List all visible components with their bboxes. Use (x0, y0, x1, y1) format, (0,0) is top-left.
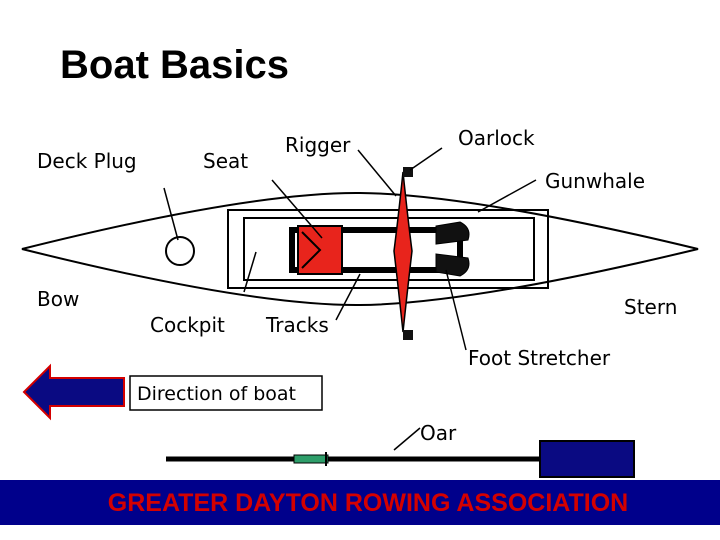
seat-pointer (271, 179, 323, 239)
label-bow: Bow (37, 287, 79, 311)
oar-blade (539, 440, 635, 478)
label-rigger: Rigger (285, 133, 351, 157)
foot-stretcher-pointer (445, 269, 467, 351)
label-oarlock: Oarlock (458, 126, 535, 150)
direction-label-box (129, 375, 323, 411)
label-cockpit: Cockpit (150, 313, 225, 337)
label-gunwhale: Gunwhale (545, 169, 645, 193)
oar (166, 440, 635, 478)
oarlock-pointer (409, 147, 443, 171)
rigger-pointer (357, 149, 397, 197)
oarlock-top (403, 167, 413, 177)
deck-plug-pointer (163, 187, 179, 241)
label-deck-plug: Deck Plug (37, 149, 137, 173)
tracks-pointer (335, 273, 361, 321)
cockpit-outline (227, 209, 549, 289)
page-title: Boat Basics (60, 43, 289, 87)
seat-detail (301, 231, 322, 269)
oarlock-bottom (403, 330, 413, 340)
tracks (289, 227, 463, 273)
label-oar: Oar (420, 421, 457, 445)
foot-stretcher (435, 221, 470, 277)
label-seat: Seat (203, 149, 248, 173)
oar-pointer (393, 427, 421, 451)
cockpit-pointer (243, 251, 257, 293)
footer-bar (0, 480, 720, 525)
cockpit-inner (243, 217, 535, 281)
oar-collar (293, 454, 329, 464)
pointer-lines (163, 147, 537, 451)
gunwhale-pointer (477, 179, 537, 213)
deck-plug (165, 236, 195, 266)
footer-title: GREATER DAYTON ROWING ASSOCIATION (108, 489, 628, 517)
label-tracks: Tracks (265, 313, 329, 337)
label-direction: Direction of boat (137, 383, 296, 405)
boat-hull (21, 191, 699, 307)
label-foot-stretcher: Foot Stretcher (468, 346, 611, 370)
label-stern: Stern (624, 295, 677, 319)
direction-arrow (22, 363, 125, 421)
